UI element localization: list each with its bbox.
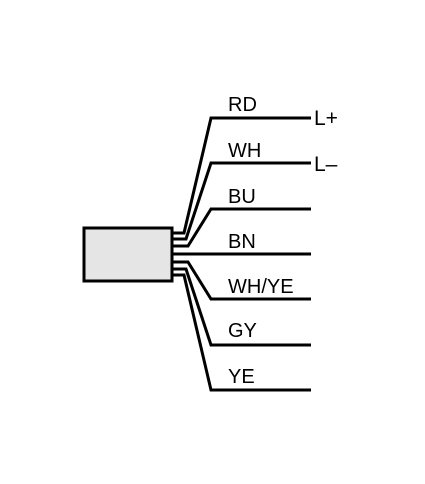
terminal-label-l-plus: L+	[314, 107, 338, 130]
terminal-label-l-minus: L–	[314, 153, 338, 176]
wire-wh-ye	[172, 260, 311, 301]
wire-label-gy: GY	[228, 320, 257, 342]
wire-label-wh-ye: WH/YE	[228, 276, 294, 298]
wire-label-bn: BN	[228, 231, 256, 253]
wire-wh	[172, 161, 311, 241]
wire-rd	[172, 116, 311, 235]
wire-ye	[172, 273, 311, 392]
terminal-labels: L+ L–	[314, 107, 338, 176]
wire-label-wh: WH	[228, 140, 261, 162]
wire-group	[172, 116, 311, 392]
wire-labels: RD WH BU BN WH/YE GY YE	[228, 94, 294, 388]
connector-body	[82, 226, 174, 283]
wire-label-bu: BU	[228, 186, 256, 208]
wire-label-ye: YE	[228, 366, 255, 388]
wire-gy	[172, 267, 311, 347]
wire-bu	[172, 207, 311, 248]
wire-label-rd: RD	[228, 94, 257, 116]
